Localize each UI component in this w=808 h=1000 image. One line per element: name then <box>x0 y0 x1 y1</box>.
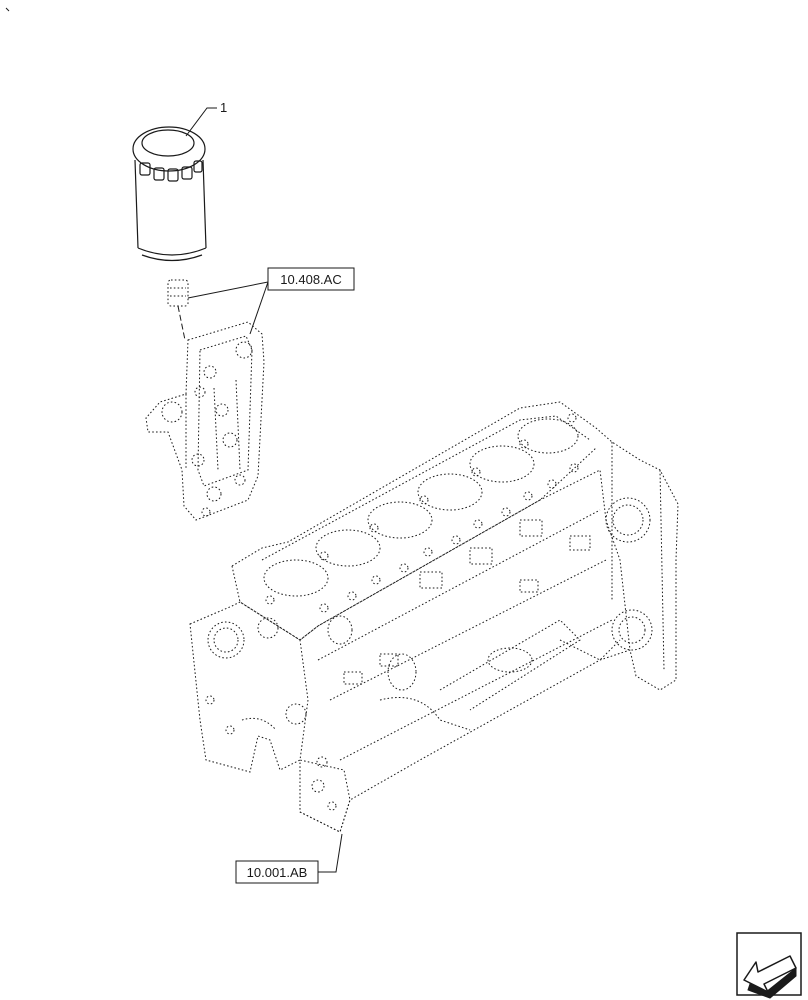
ref-box-oil-filter-support[interactable] <box>267 267 355 291</box>
back-arrow-icon[interactable] <box>736 932 802 999</box>
ref-label-engine-block: 10.001.AB <box>247 865 308 880</box>
callout-item-1: 1 <box>220 100 227 115</box>
head-bolt-holes <box>265 413 579 613</box>
block-side-ports <box>327 519 621 731</box>
ref-label-oil-filter-support: 10.408.AC <box>280 272 341 287</box>
tick-mark-icon <box>5 7 10 12</box>
cylinder-bores <box>263 418 579 597</box>
threaded-adapter <box>167 279 189 341</box>
ref-box-engine-block[interactable] <box>235 860 319 884</box>
oil-filter-support-housing <box>145 321 265 521</box>
oil-filter <box>132 126 207 262</box>
filter-grip-notches <box>139 160 203 182</box>
engine-block <box>189 401 679 833</box>
